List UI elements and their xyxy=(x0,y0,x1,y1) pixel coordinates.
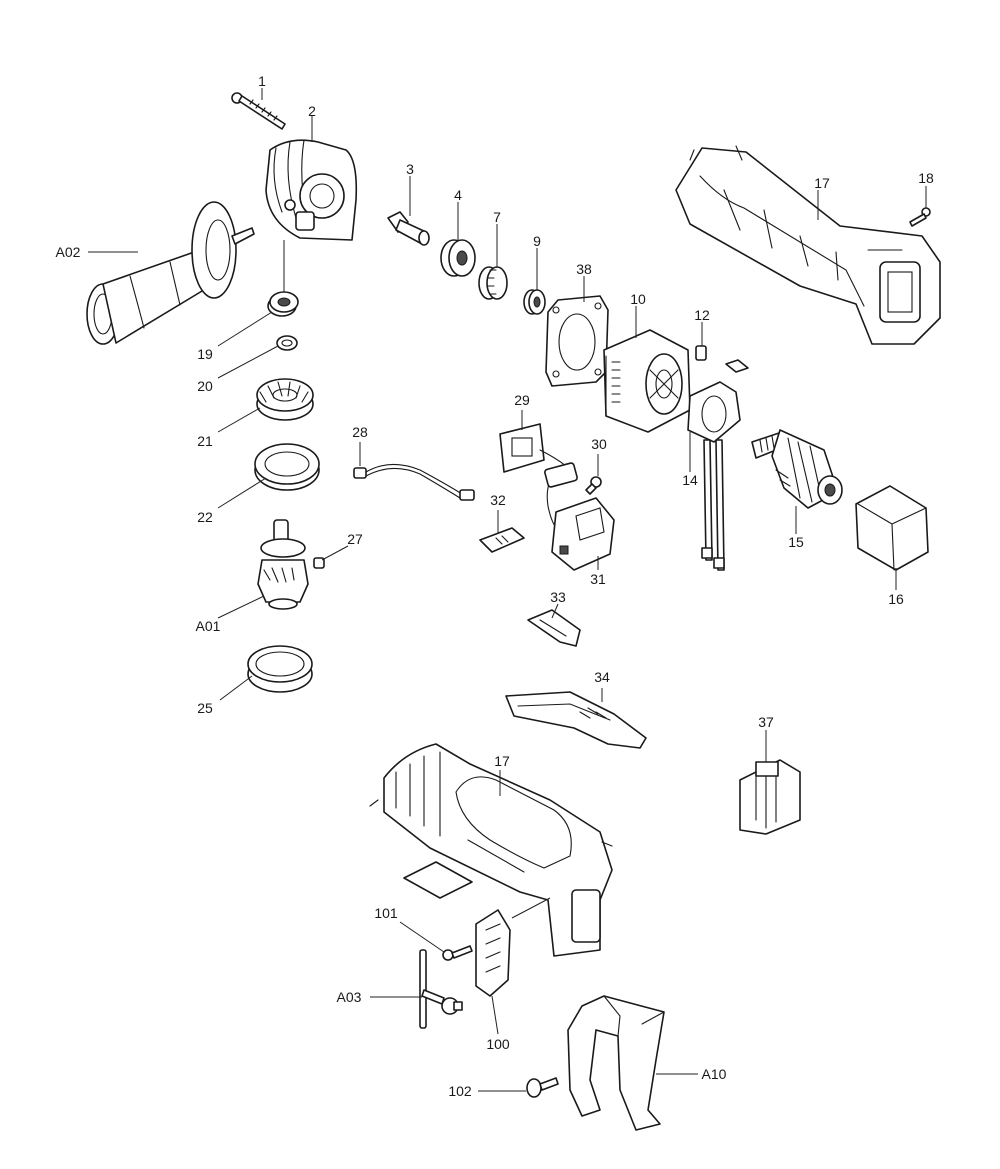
part-A10-belt-hook xyxy=(567,995,665,1131)
label-27: 27 xyxy=(347,531,363,547)
part-21-bevel-gear xyxy=(256,378,314,421)
part-32-slide-button xyxy=(479,527,525,553)
label-2: 2 xyxy=(308,103,316,119)
label-100: 100 xyxy=(486,1036,510,1052)
part-A03-hex-wrench xyxy=(419,949,463,1029)
label-28: 28 xyxy=(352,424,368,440)
label-102: 102 xyxy=(448,1083,472,1099)
part-25-wear-ring xyxy=(247,645,313,693)
label-31: 31 xyxy=(590,571,606,587)
label-101: 101 xyxy=(374,905,398,921)
label-3: 3 xyxy=(406,161,414,177)
label-10: 10 xyxy=(630,291,646,307)
part-19-bearing xyxy=(267,291,299,317)
part-A02-side-handle xyxy=(86,201,255,345)
part-17-housing-half-top xyxy=(675,145,941,345)
part-20-retaining-ring xyxy=(276,335,298,351)
label-9: 9 xyxy=(533,233,541,249)
part-1-screw xyxy=(231,92,286,130)
part-100-latch xyxy=(475,909,511,997)
label-29: 29 xyxy=(514,392,530,408)
part-A01-spindle-assembly xyxy=(257,519,309,610)
part-30-screw xyxy=(585,476,602,495)
label-12: 12 xyxy=(694,307,710,323)
label-A03: A03 xyxy=(337,989,362,1005)
label-17-bottom: 17 xyxy=(494,753,510,769)
label-7: 7 xyxy=(493,209,501,225)
leader-lines xyxy=(88,88,927,1092)
label-38: 38 xyxy=(576,261,592,277)
part-27-key xyxy=(313,557,325,569)
part-102-screw xyxy=(526,1077,559,1098)
part-4-bearing xyxy=(440,239,476,277)
label-30: 30 xyxy=(591,436,607,452)
part-22-seal-ring xyxy=(254,443,320,491)
part-37-terminal xyxy=(739,759,801,835)
part-7-gear xyxy=(478,266,508,300)
label-16: 16 xyxy=(888,591,904,607)
label-A10: A10 xyxy=(702,1066,727,1082)
part-14-stator-plate xyxy=(687,381,741,571)
part-29-controller xyxy=(499,423,567,473)
nameplate-sheet xyxy=(403,861,473,899)
label-21: 21 xyxy=(197,433,213,449)
label-14: 14 xyxy=(682,472,698,488)
part-16-sleeve xyxy=(855,485,929,571)
part-15-armature xyxy=(751,429,843,509)
part-34-switch-lever xyxy=(505,691,647,749)
part-3-spindle xyxy=(387,211,430,246)
part-12-connector xyxy=(695,345,749,373)
label-25: 25 xyxy=(197,700,213,716)
label-A02: A02 xyxy=(56,244,81,260)
label-37: 37 xyxy=(758,714,774,730)
label-4: 4 xyxy=(454,187,462,203)
label-18: 18 xyxy=(918,170,934,186)
label-20: 20 xyxy=(197,378,213,394)
label-15: 15 xyxy=(788,534,804,550)
part-101-screw xyxy=(442,945,473,961)
part-18-screw xyxy=(909,207,931,227)
label-34: 34 xyxy=(594,669,610,685)
part-17-housing-assembled xyxy=(369,743,613,957)
part-2-gear-housing xyxy=(265,139,358,241)
part-28-lead-wire xyxy=(353,463,475,501)
part-labels: 1 2 3 4 7 9 38 10 12 14 15 16 17 18 A02 … xyxy=(56,73,934,1099)
label-17-top: 17 xyxy=(814,175,830,191)
part-9-bearing xyxy=(523,289,546,315)
label-A01: A01 xyxy=(196,618,221,634)
label-33: 33 xyxy=(550,589,566,605)
part-31-switch xyxy=(544,462,615,571)
label-32: 32 xyxy=(490,492,506,508)
label-1: 1 xyxy=(258,73,266,89)
label-22: 22 xyxy=(197,509,213,525)
label-19: 19 xyxy=(197,346,213,362)
part-10-fan-baffle xyxy=(603,329,691,433)
part-33-lever-spring xyxy=(527,609,581,647)
part-38-gasket-plate xyxy=(545,295,609,387)
